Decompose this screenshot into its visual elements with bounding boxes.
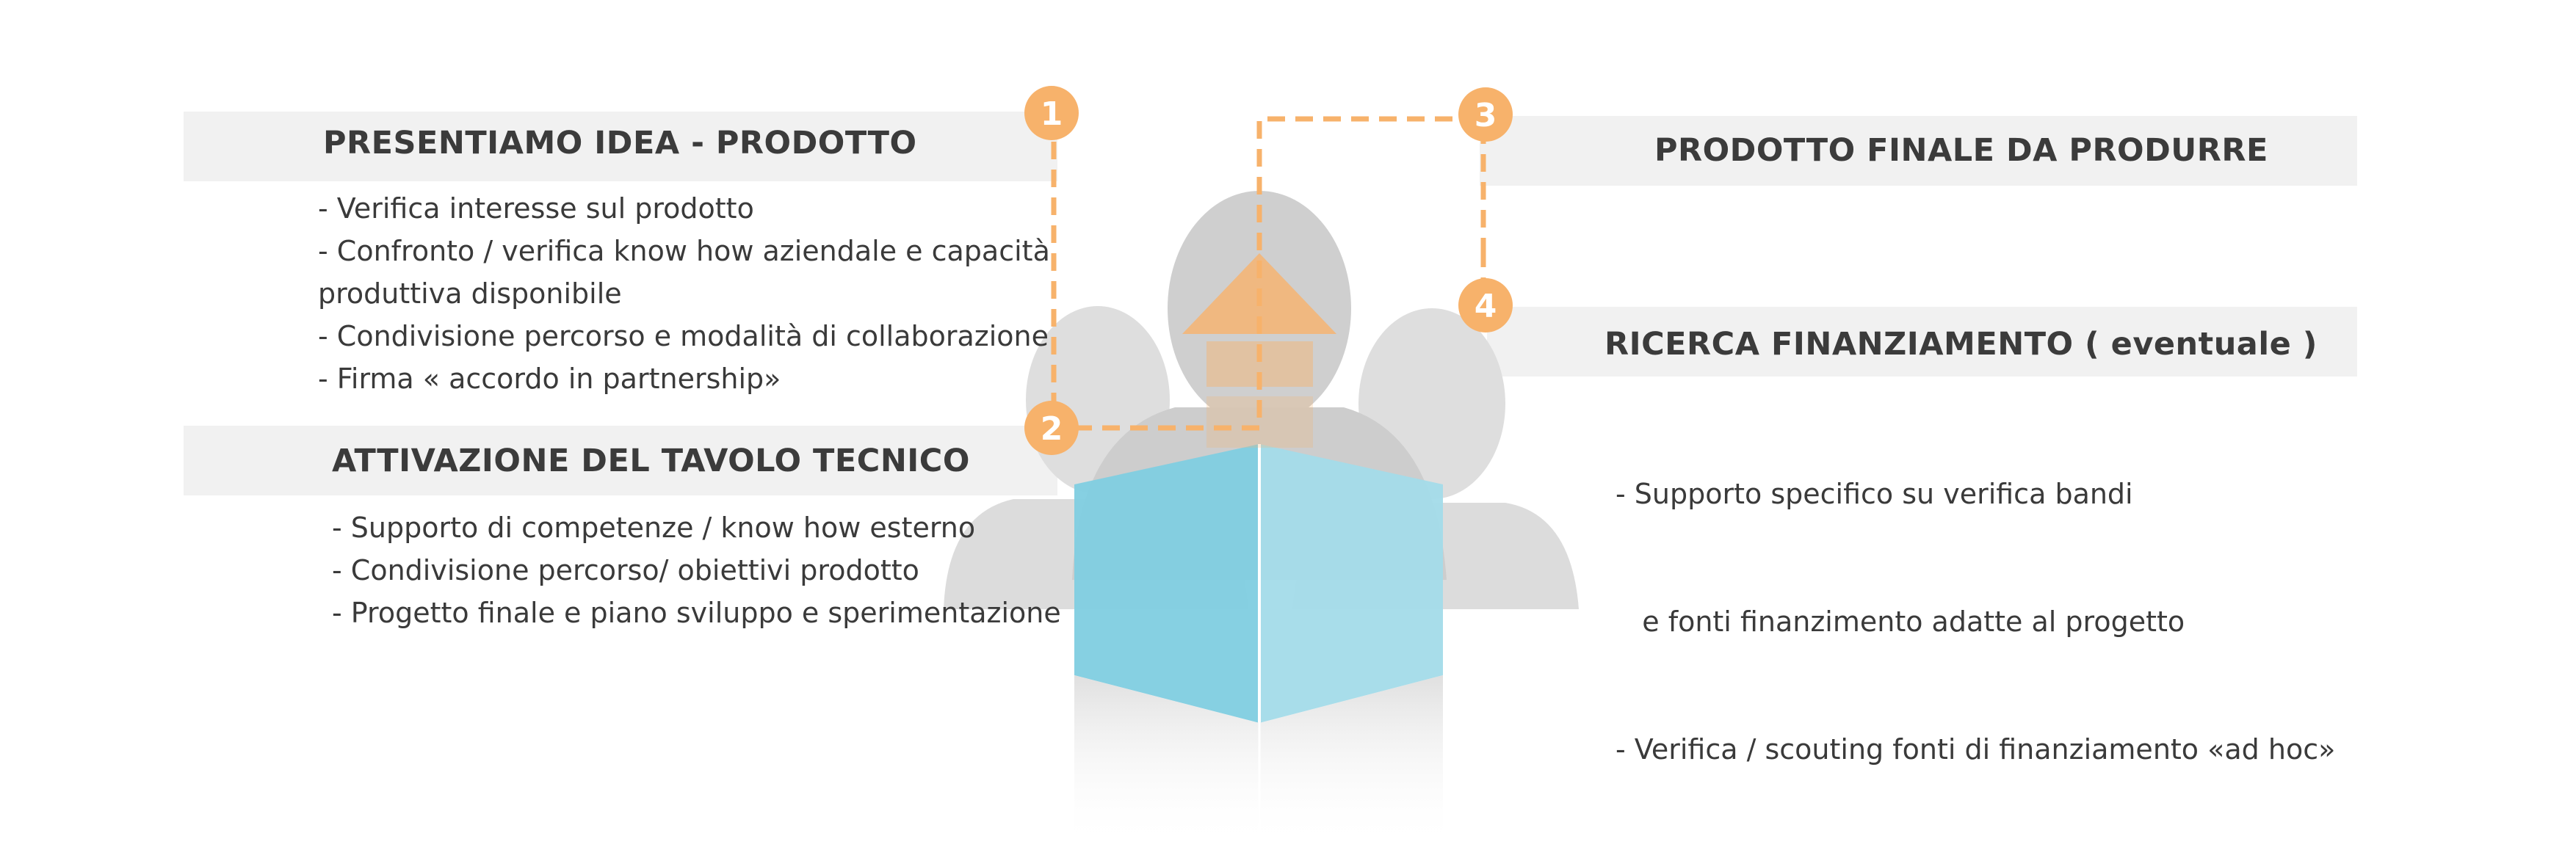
section-2-title: ATTIVAZIONE DEL TAVOLO TECNICO <box>332 443 970 479</box>
marker-3 <box>1458 87 1513 142</box>
cube-icon <box>1074 444 1443 847</box>
list-item: - Verifica interesse sul prodotto <box>318 192 754 225</box>
list-item: e fonti finanzimento adatte al progetto <box>1616 606 2185 638</box>
list-item: - Progetto finale e piano sviluppo e spe… <box>332 597 1061 629</box>
section-4-list: - Supporto specifico su verifica bandi e… <box>1616 388 2335 813</box>
marker-4-number: 4 <box>1475 288 1497 325</box>
marker-1-number: 1 <box>1041 95 1063 133</box>
section-1-band <box>184 112 1057 181</box>
list-item: - Supporto di competenze / know how este… <box>332 512 976 544</box>
section-3-title: PRODOTTO FINALE DA PRODURRE <box>1654 132 2268 169</box>
section-4-band <box>1487 307 2357 377</box>
list-item: produttiva disponibile <box>318 277 622 310</box>
marker-3-number: 3 <box>1475 97 1497 134</box>
marker-2 <box>1024 401 1079 455</box>
list-item: - Supporto specifico su verifica bandi <box>1616 478 2133 510</box>
section-3-band <box>1480 116 2357 186</box>
marker-4 <box>1458 278 1513 332</box>
section-1-list: - Verifica interesse sul prodotto - Conf… <box>318 187 1050 400</box>
marker-2-number: 2 <box>1041 410 1063 448</box>
list-item: - Confronto / verifica know how aziendal… <box>318 235 1050 267</box>
section-1-title: PRESENTIAMO IDEA - PRODOTTO <box>323 125 917 161</box>
list-item: - Condivisione percorso e modalità di co… <box>318 320 1049 352</box>
list-item: - Condivisione percorso/ obiettivi prodo… <box>332 554 919 586</box>
section-4-title: RICERCA FINANZIAMENTO ( eventuale ) <box>1604 326 2318 363</box>
list-item: - Verifica / scouting fonti di finanziam… <box>1616 733 2336 766</box>
section-2-band <box>184 426 1057 495</box>
marker-1 <box>1024 86 1079 140</box>
section-2-list: - Supporto di competenze / know how este… <box>332 506 1061 634</box>
list-item: - Firma « accordo in partnership» <box>318 363 781 395</box>
